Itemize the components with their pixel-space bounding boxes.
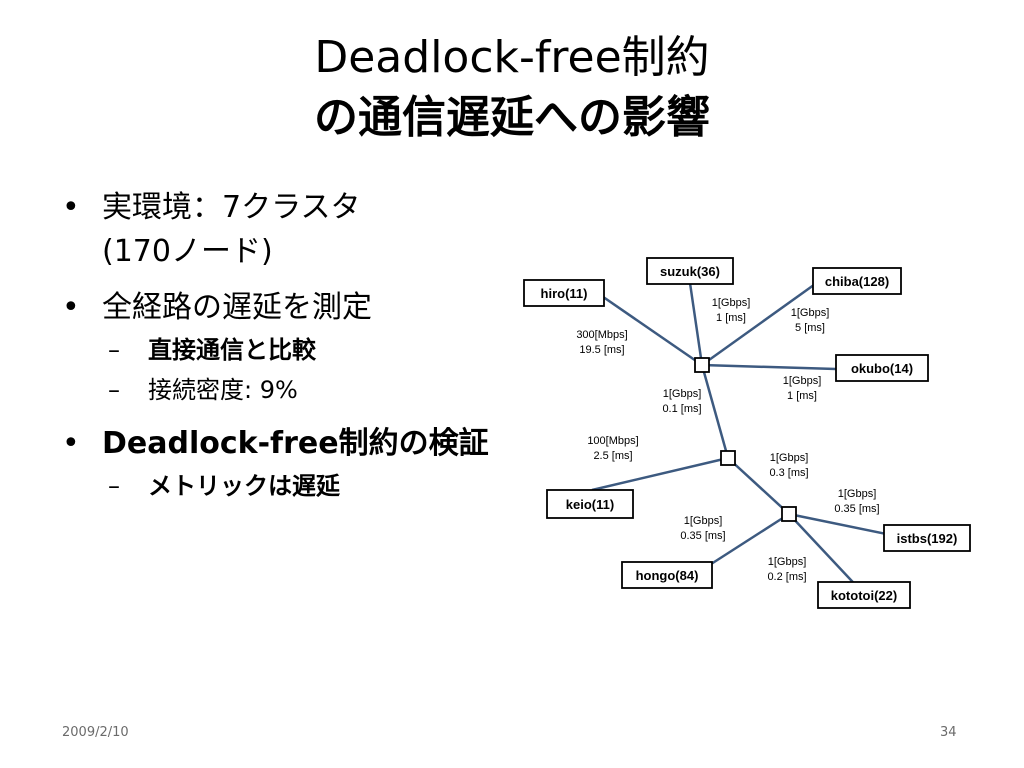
bullet-dot: •	[62, 426, 80, 461]
node-suzuk-box	[646, 257, 734, 285]
link-suzuk-bandwidth: 1[Gbps]	[712, 297, 751, 309]
link-chiba	[701, 280, 819, 367]
sub-bullet-dash: –	[108, 336, 120, 364]
link-hongo-latency: 0.35 [ms]	[680, 530, 725, 542]
node-hongo-box	[621, 561, 713, 589]
node-hongo-label: hongo(84)	[636, 568, 699, 583]
sub-bullet-dash: –	[108, 376, 120, 404]
link-kototoi	[788, 513, 865, 595]
link-okubo-bandwidth: 1[Gbps]	[783, 375, 822, 387]
link-sw1-sw2-bandwidth: 1[Gbps]	[663, 388, 702, 400]
node-suzuk-label: suzuk(36)	[660, 264, 720, 279]
node-keio-label: keio(11)	[566, 497, 614, 512]
link-istbs-bandwidth: 1[Gbps]	[838, 488, 877, 500]
node-kototoi-label: kototoi(22)	[831, 588, 897, 603]
node-hiro-label: hiro(11)	[541, 286, 588, 301]
link-keio-bandwidth: 100[Mbps]	[587, 435, 638, 447]
link-chiba-latency: 5 [ms]	[795, 322, 825, 334]
bullet-environment: • 実環境：7クラスタ	[62, 186, 542, 230]
link-hiro-latency: 19.5 [ms]	[579, 344, 624, 356]
footer-date: 2009/2/10	[62, 725, 129, 740]
link-suzuk	[688, 282, 704, 366]
node-istbs-box	[883, 524, 971, 552]
link-keio-latency: 2.5 [ms]	[593, 450, 632, 462]
page-number: 34	[940, 725, 957, 740]
bullet-dot: •	[62, 190, 80, 225]
switch-3	[781, 506, 797, 522]
node-okubo-box	[835, 354, 929, 382]
link-hiro	[595, 290, 703, 367]
slide-title: Deadlock-free制約 の通信遅延への影響	[0, 28, 1024, 148]
sub-bullet-compare: – 直接通信と比較	[62, 330, 542, 370]
link-sw2-sw3-latency: 0.3 [ms]	[769, 467, 808, 479]
link-okubo-latency: 1 [ms]	[787, 390, 817, 402]
sub-bullet-text: 直接通信と比較	[148, 336, 316, 364]
link-istbs-latency: 0.35 [ms]	[834, 503, 879, 515]
link-hongo-bandwidth: 1[Gbps]	[684, 515, 723, 527]
sub-bullet-metric: – メトリックは遅延	[62, 466, 542, 506]
node-keio-box	[546, 489, 634, 519]
link-hiro-bandwidth: 300[Mbps]	[576, 329, 627, 341]
switch-1	[694, 357, 710, 373]
sub-bullet-dash: –	[108, 472, 120, 500]
link-kototoi-bandwidth: 1[Gbps]	[768, 556, 807, 568]
bullet-verify: • Deadlock-free制約の検証	[62, 422, 542, 466]
bullet-measure: • 全経路の遅延を測定	[62, 286, 542, 330]
node-chiba-label: chiba(128)	[825, 274, 889, 289]
sub-bullet-text: メトリックは遅延	[148, 472, 340, 500]
link-okubo	[701, 363, 837, 371]
switch-2	[720, 450, 736, 466]
bullet-continuation: (170ノード)	[102, 234, 273, 269]
link-chiba-bandwidth: 1[Gbps]	[791, 307, 830, 319]
link-sw2-sw3-bandwidth: 1[Gbps]	[770, 452, 809, 464]
node-hiro-box	[523, 279, 605, 307]
link-sw1-sw2	[700, 364, 730, 459]
node-istbs-label: istbs(192)	[897, 531, 958, 546]
link-sw1-sw2-latency: 0.1 [ms]	[662, 403, 701, 415]
link-suzuk-latency: 1 [ms]	[716, 312, 746, 324]
node-chiba-box	[812, 267, 902, 295]
bullet-text: 実環境：7クラスタ	[102, 190, 361, 225]
node-kototoi-box	[817, 581, 911, 609]
link-sw2-sw3	[727, 457, 790, 515]
bullet-text: Deadlock-free制約の検証	[102, 426, 489, 461]
link-kototoi-latency: 0.2 [ms]	[767, 571, 806, 583]
title-line-2: の通信遅延への影響	[314, 92, 710, 143]
sub-bullet-density: – 接続密度: 9%	[62, 370, 542, 410]
sub-bullet-text: 接続密度: 9%	[148, 376, 298, 404]
link-istbs	[788, 512, 897, 538]
bullet-list: • 実環境：7クラスタ (170ノード) • 全経路の遅延を測定 – 直接通信と…	[62, 186, 542, 506]
bullet-dot: •	[62, 290, 80, 325]
bullet-text: 全経路の遅延を測定	[102, 290, 372, 325]
title-line-1: Deadlock-free制約	[314, 32, 710, 83]
link-keio	[591, 456, 729, 492]
node-okubo-label: okubo(14)	[851, 361, 913, 376]
